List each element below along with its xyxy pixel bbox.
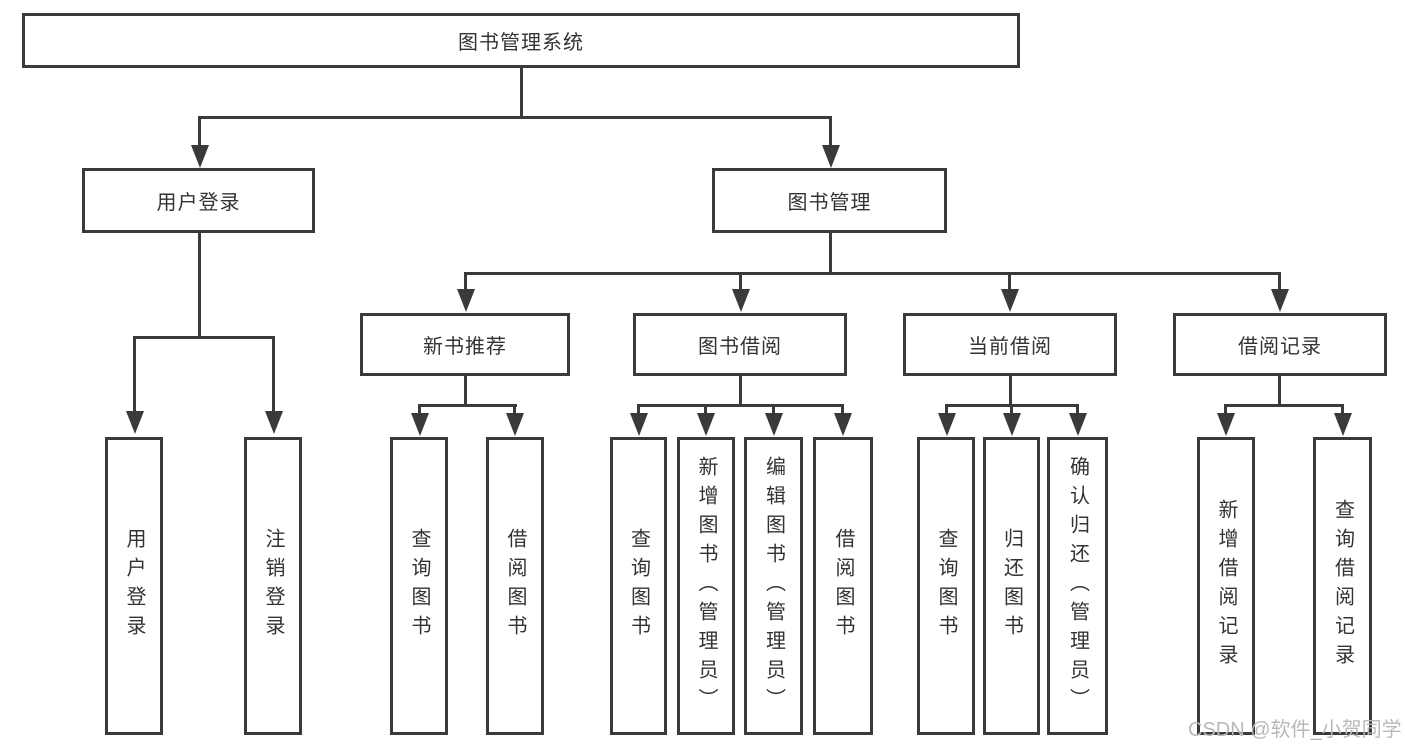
leaf-confirm-return-admin: 确认归还（管理员） (1047, 437, 1108, 735)
leaf-label: 借阅图书 (832, 528, 854, 644)
node-current-borrow: 当前借阅 (903, 313, 1117, 376)
node-new-book-recommend: 新书推荐 (360, 313, 570, 376)
leaf-label: 注销登录 (262, 528, 284, 644)
leaf-query-books-current: 查询图书 (917, 437, 975, 735)
node-label: 图书管理系统 (458, 32, 584, 54)
leaf-label: 确认归还（管理员） (1066, 455, 1089, 717)
arrow-down-icon (505, 404, 524, 436)
arrow-down-icon (264, 336, 283, 434)
node-root: 图书管理系统 (22, 13, 1020, 68)
connector-level3-hbar (464, 272, 1281, 275)
connector-borrow-hbar (637, 404, 844, 407)
connector-level2-hbar (198, 116, 832, 119)
leaf-add-books-admin: 新增图书（管理员） (677, 437, 735, 735)
arrow-down-icon (833, 404, 852, 436)
arrow-down-icon (456, 272, 475, 312)
leaf-logout: 注销登录 (244, 437, 302, 735)
leaf-label: 查询图书 (627, 528, 650, 644)
leaf-label: 新增借阅记录 (1215, 499, 1237, 673)
leaf-label: 查询借阅记录 (1331, 499, 1354, 673)
leaf-label: 查询图书 (935, 528, 957, 644)
watermark-text: CSDN @软件_小贺同学 (1188, 719, 1402, 741)
node-label: 借阅记录 (1238, 336, 1322, 358)
leaf-add-borrow-record: 新增借阅记录 (1197, 437, 1255, 735)
connector-records-stem (1278, 376, 1281, 407)
leaf-borrow-books-recommend: 借阅图书 (486, 437, 544, 735)
node-label: 新书推荐 (423, 336, 507, 358)
arrow-down-icon (629, 404, 648, 436)
connector-records-hbar (1224, 404, 1343, 407)
node-book-borrow: 图书借阅 (633, 313, 847, 376)
arrow-down-icon (764, 404, 783, 436)
leaf-query-borrow-record: 查询借阅记录 (1313, 437, 1372, 735)
arrow-down-icon (937, 404, 956, 436)
node-label: 用户登录 (156, 192, 241, 214)
connector-login-hbar (133, 336, 275, 339)
connector-mgmt-stem (829, 233, 832, 275)
leaf-label: 查询图书 (408, 528, 430, 644)
leaf-query-books-recommend: 查询图书 (390, 437, 448, 735)
arrow-down-icon (190, 116, 209, 168)
node-label: 图书借阅 (698, 336, 782, 358)
connector-current-stem (1009, 376, 1012, 407)
leaf-label: 新增图书（管理员） (695, 455, 717, 717)
arrow-down-icon (1000, 272, 1019, 312)
node-user-login: 用户登录 (82, 168, 315, 233)
arrow-down-icon (1216, 404, 1235, 436)
leaf-edit-books-admin: 编辑图书（管理员） (744, 437, 803, 735)
connector-root-stem (520, 68, 523, 119)
arrow-down-icon (696, 404, 715, 436)
leaf-user-login: 用户登录 (105, 437, 163, 735)
leaf-label: 归还图书 (1000, 528, 1023, 644)
arrow-down-icon (1333, 404, 1352, 436)
leaf-query-books-borrow: 查询图书 (610, 437, 667, 735)
leaf-label: 编辑图书（管理员） (762, 455, 785, 717)
arrow-down-icon (1002, 404, 1021, 436)
arrow-down-icon (410, 404, 429, 436)
node-label: 图书管理 (787, 192, 872, 214)
node-borrow-records: 借阅记录 (1173, 313, 1387, 376)
connector-borrow-stem (739, 376, 742, 407)
node-book-management: 图书管理 (712, 168, 947, 233)
arrow-down-icon (1068, 404, 1087, 436)
arrow-down-icon (731, 272, 750, 312)
leaf-return-books: 归还图书 (983, 437, 1040, 735)
arrow-down-icon (821, 116, 840, 168)
node-label: 当前借阅 (968, 336, 1052, 358)
connector-recommend-hbar (418, 404, 517, 407)
connector-login-stem (198, 233, 201, 339)
leaf-borrow-books: 借阅图书 (813, 437, 873, 735)
arrow-down-icon (1270, 272, 1289, 312)
leaf-label: 用户登录 (123, 528, 145, 644)
connector-recommend-stem (464, 376, 467, 407)
arrow-down-icon (125, 336, 144, 434)
leaf-label: 借阅图书 (504, 528, 526, 644)
